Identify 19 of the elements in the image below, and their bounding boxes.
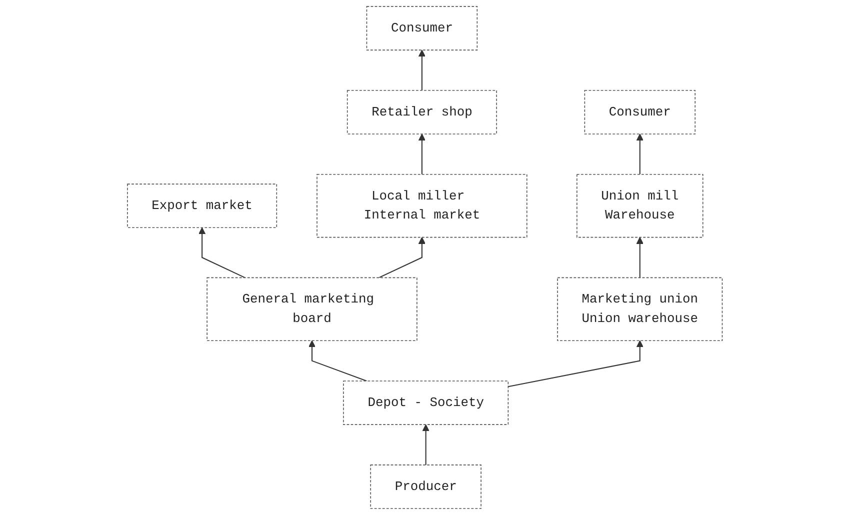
arrow bbox=[636, 134, 644, 174]
arrow bbox=[198, 227, 245, 278]
node-box: Marketing union Union warehouse bbox=[556, 277, 722, 342]
node-box: Consumer bbox=[584, 90, 696, 134]
node-box: Union mill Warehouse bbox=[576, 174, 703, 238]
arrow bbox=[308, 340, 367, 382]
arrow bbox=[422, 424, 430, 465]
node-box: Local miller Internal market bbox=[316, 174, 527, 238]
arrow bbox=[378, 237, 426, 278]
node-box: General marketing board bbox=[206, 277, 417, 342]
node-box: Retailer shop bbox=[346, 90, 497, 134]
node-box: Consumer bbox=[366, 6, 478, 50]
node-box: Producer bbox=[370, 464, 482, 509]
arrow bbox=[418, 50, 426, 90]
node-box: Depot - Society bbox=[342, 380, 508, 425]
arrow bbox=[418, 134, 426, 174]
arrow bbox=[508, 340, 644, 388]
arrow bbox=[636, 237, 644, 278]
node-box: Export market bbox=[126, 184, 277, 228]
